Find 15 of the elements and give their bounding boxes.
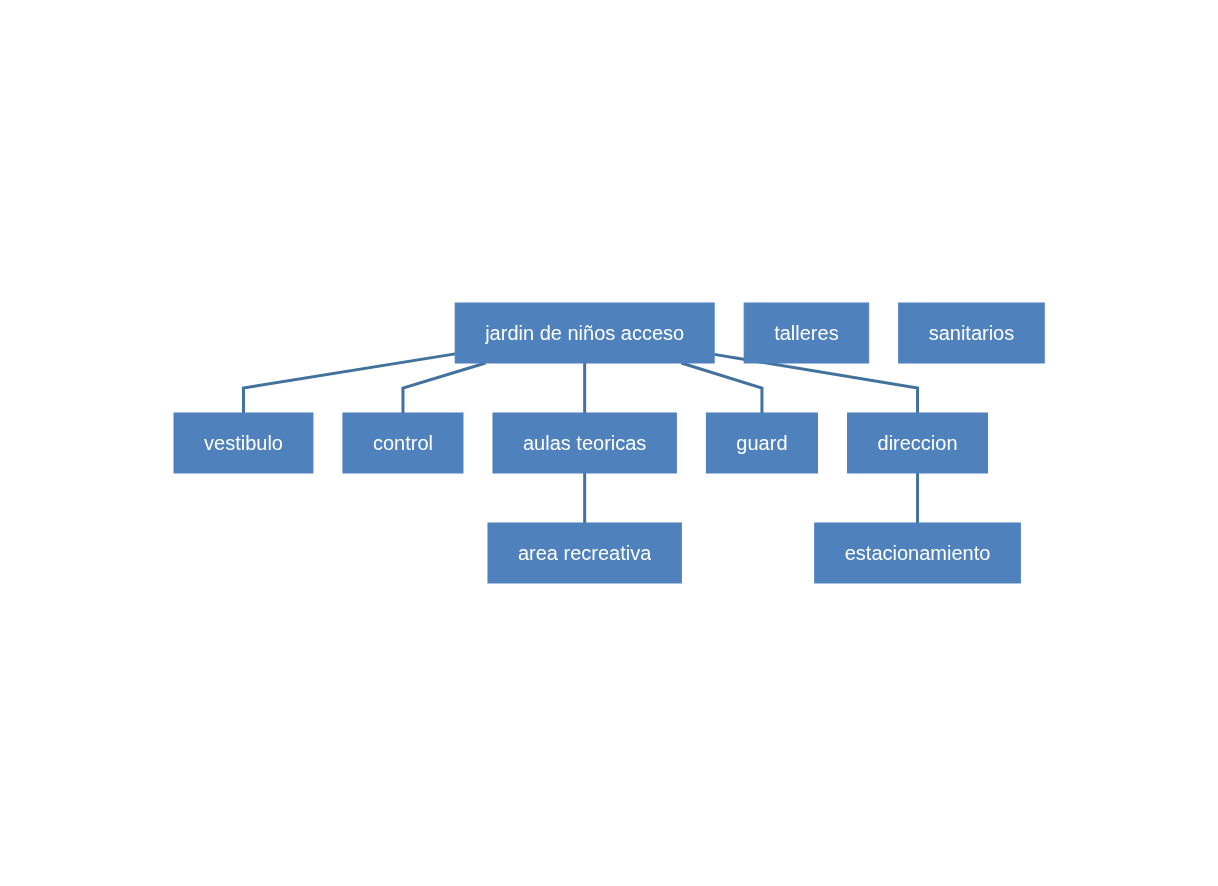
node-box: jardin de niños acceso bbox=[454, 302, 715, 364]
node-box: estacionamiento bbox=[814, 522, 1021, 584]
node-box: guard bbox=[705, 412, 818, 474]
connector bbox=[915, 473, 919, 523]
node-box: direccion bbox=[846, 412, 988, 474]
connector bbox=[583, 363, 587, 413]
node-box: sanitarios bbox=[898, 302, 1045, 364]
node-box: control bbox=[342, 412, 464, 474]
connector bbox=[241, 352, 456, 413]
node-box: talleres bbox=[743, 302, 869, 364]
connector bbox=[713, 352, 919, 413]
node-box: area recreativa bbox=[487, 522, 682, 584]
node-box: aulas teoricas bbox=[492, 412, 677, 474]
node-box: vestibulo bbox=[173, 412, 314, 474]
connector bbox=[583, 473, 587, 523]
